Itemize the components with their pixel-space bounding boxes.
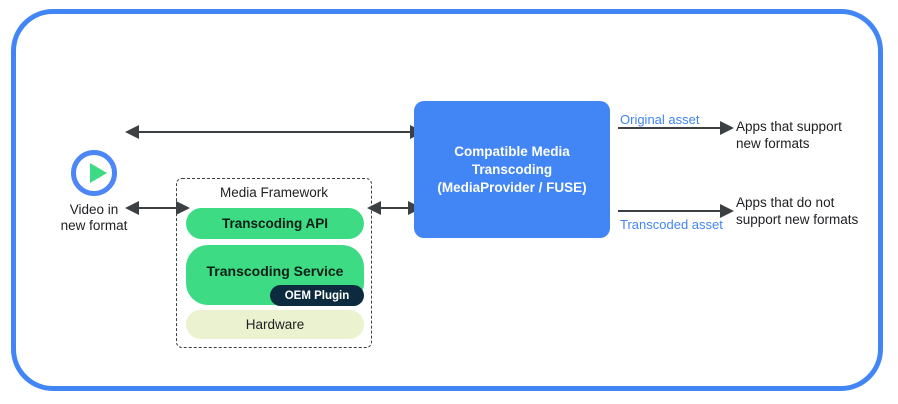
- arrow-framework-to-cmt: [367, 201, 422, 215]
- edge-label-original-asset: Original asset: [620, 112, 700, 127]
- arrow-original-asset: [618, 121, 734, 135]
- play-triangle-icon: [90, 163, 107, 183]
- oem-plugin-badge: OEM Plugin: [270, 285, 364, 306]
- target-apps-support-new-formats: Apps that support new formats: [736, 119, 842, 151]
- compatible-media-transcoding-node: Compatible Media Transcoding (MediaProvi…: [414, 101, 610, 238]
- video-source-label: Video in new format: [60, 202, 128, 233]
- media-framework-title: Media Framework: [219, 185, 329, 200]
- arrow-video-to-cmt: [125, 125, 424, 139]
- media-framework-container: Media Framework Transcoding API Transcod…: [176, 178, 372, 348]
- layer-hardware: Hardware: [186, 310, 364, 339]
- arrow-video-to-framework: [125, 201, 190, 215]
- target-apps-no-support-new-formats: Apps that do not support new formats: [736, 195, 859, 227]
- edge-label-transcoded-asset: Transcoded asset: [620, 217, 723, 232]
- layer-transcoding-api: Transcoding API: [186, 208, 364, 239]
- arrow-transcoded-asset: [618, 204, 734, 218]
- layer-transcoding-service: Transcoding Service: [186, 245, 364, 305]
- play-circle-icon: [71, 150, 117, 196]
